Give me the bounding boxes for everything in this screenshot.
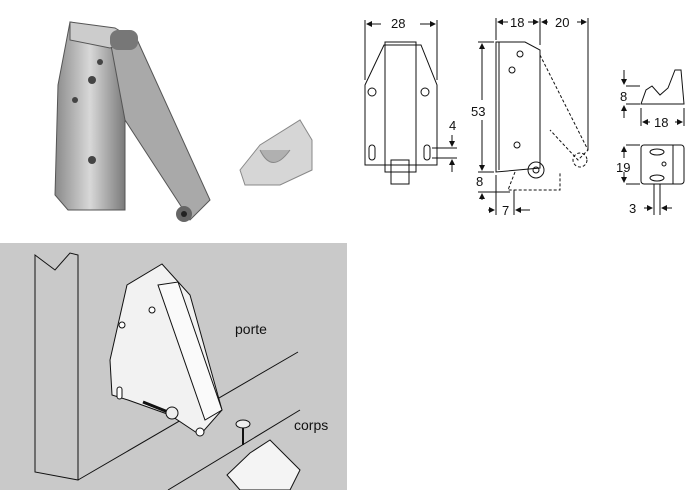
latch-photo	[54, 21, 211, 222]
installation-illustration: porte corps	[0, 243, 347, 490]
dim-height: 53	[471, 104, 485, 119]
label-body: corps	[294, 417, 328, 433]
side-view-drawing	[478, 18, 589, 215]
dim-catch-height: 8	[620, 89, 627, 104]
dim-bottom-offset: 8	[476, 174, 483, 189]
dim-body-width: 18	[510, 15, 524, 30]
catch-photo	[239, 119, 313, 186]
label-door: porte	[235, 321, 267, 337]
dim-slot-length: 4	[449, 118, 456, 133]
dim-catch-hole-offset: 3	[629, 201, 636, 216]
dim-catch-depth: 19	[616, 160, 630, 175]
catch-drawing	[621, 69, 685, 215]
dim-arm-width: 20	[555, 15, 569, 30]
front-view-drawing	[364, 20, 457, 185]
dim-pivot-offset: 7	[502, 203, 509, 218]
dim-catch-width: 18	[654, 115, 668, 130]
dim-front-width: 28	[391, 16, 405, 31]
